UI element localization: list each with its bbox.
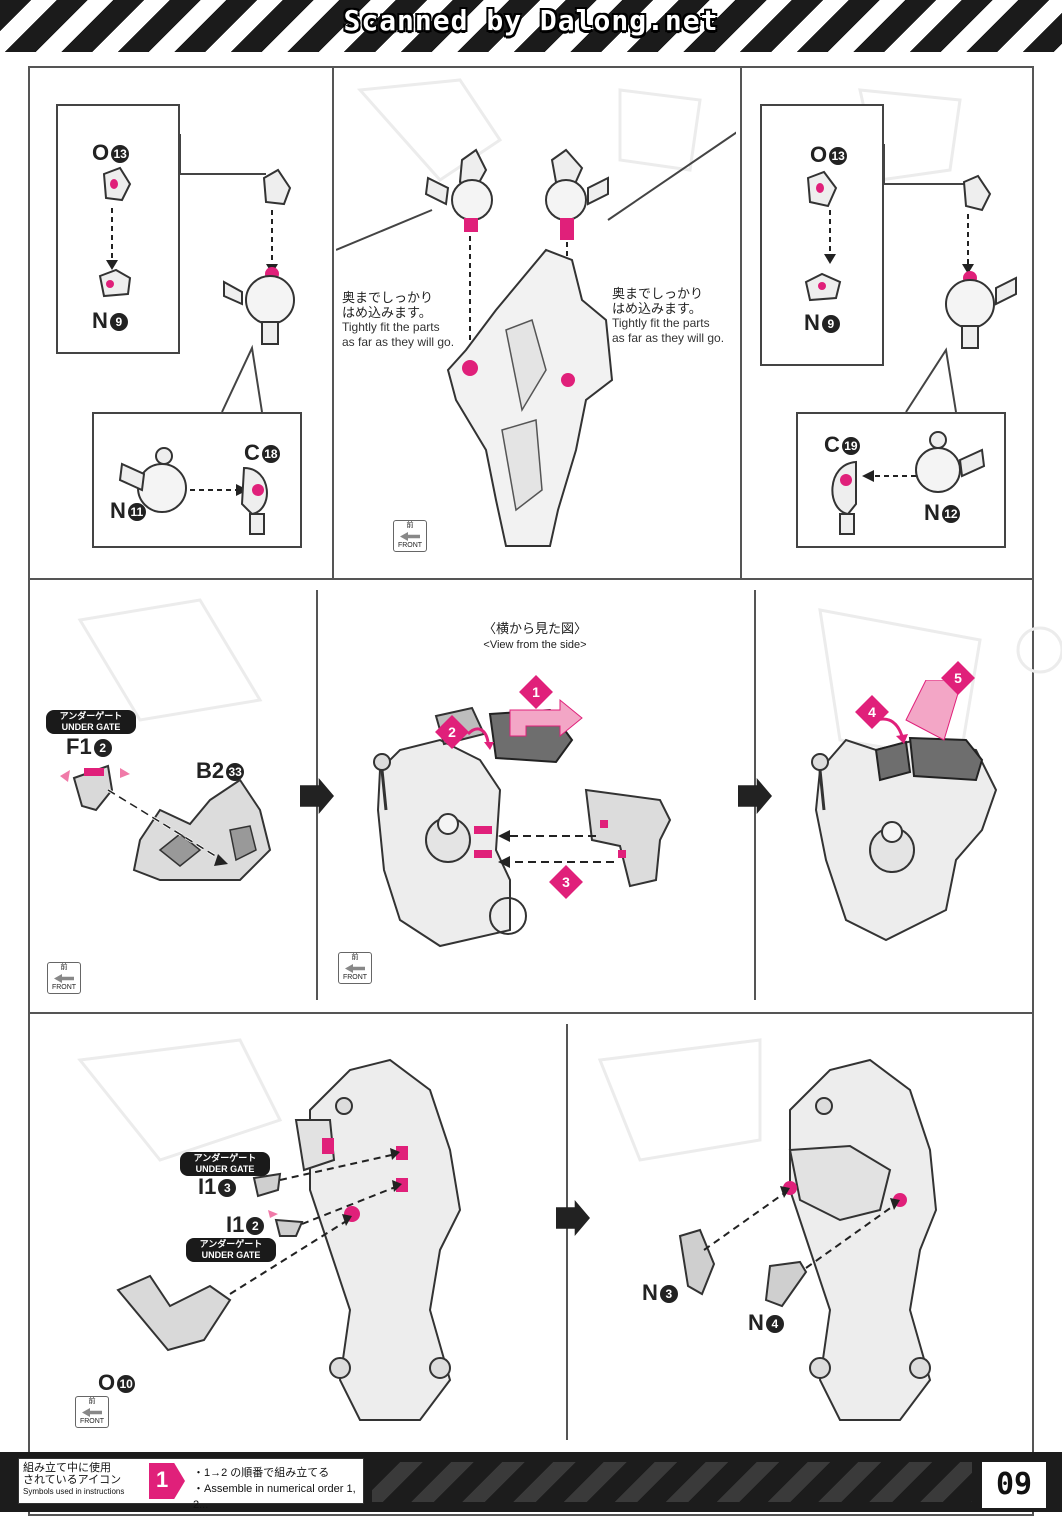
step-number-3: 3 [549,865,583,899]
step-order-icon: 1 [149,1463,185,1499]
divider-2 [28,1012,1034,1014]
left-callout-art [98,134,295,345]
legend-description: ・1→2 の順番で組み立てる ・Assemble in numerical or… [193,1467,356,1511]
step-number-4: 4 [855,695,889,729]
torso-final-art [678,1058,938,1421]
panel3-divider [566,1024,568,1440]
collar-part-art [60,764,272,881]
right-inset-art [831,347,986,535]
page-number: 09 [982,1462,1046,1508]
side-view-head-art [373,698,672,948]
divider-1 [28,578,1034,580]
step-number-2: 2 [435,715,469,749]
legend-title: 組み立て中に使用 されているアイコン Symbols used in instr… [23,1462,125,1496]
torso-assembly-art [336,131,736,547]
left-inset-art [118,344,268,535]
footer-stripes [372,1462,972,1502]
step-number-1: 1 [519,675,553,709]
right-inset-box [796,412,1006,548]
scan-credit: Scanned by Dalong.net [343,4,719,37]
step-number-5: 5 [941,661,975,695]
panel1-left-divider [332,66,334,578]
torso-armor-art [116,1058,462,1421]
side-view-title: 〈横から見た図〉<View from the side> [482,621,587,651]
fit-note-right: 奥までしっかり はめ込みます。 Tightly fit the parts as… [612,286,725,345]
symbols-legend: 組み立て中に使用 されているアイコン Symbols used in instr… [18,1458,364,1511]
head-assembled-art [811,680,998,942]
right-callout-art [804,144,1017,349]
panel1-right-divider [740,66,742,578]
fit-note-left: 奥までしっかり はめ込みます。 Tightly fit the parts as… [342,290,455,349]
header-stripes [0,0,1062,52]
